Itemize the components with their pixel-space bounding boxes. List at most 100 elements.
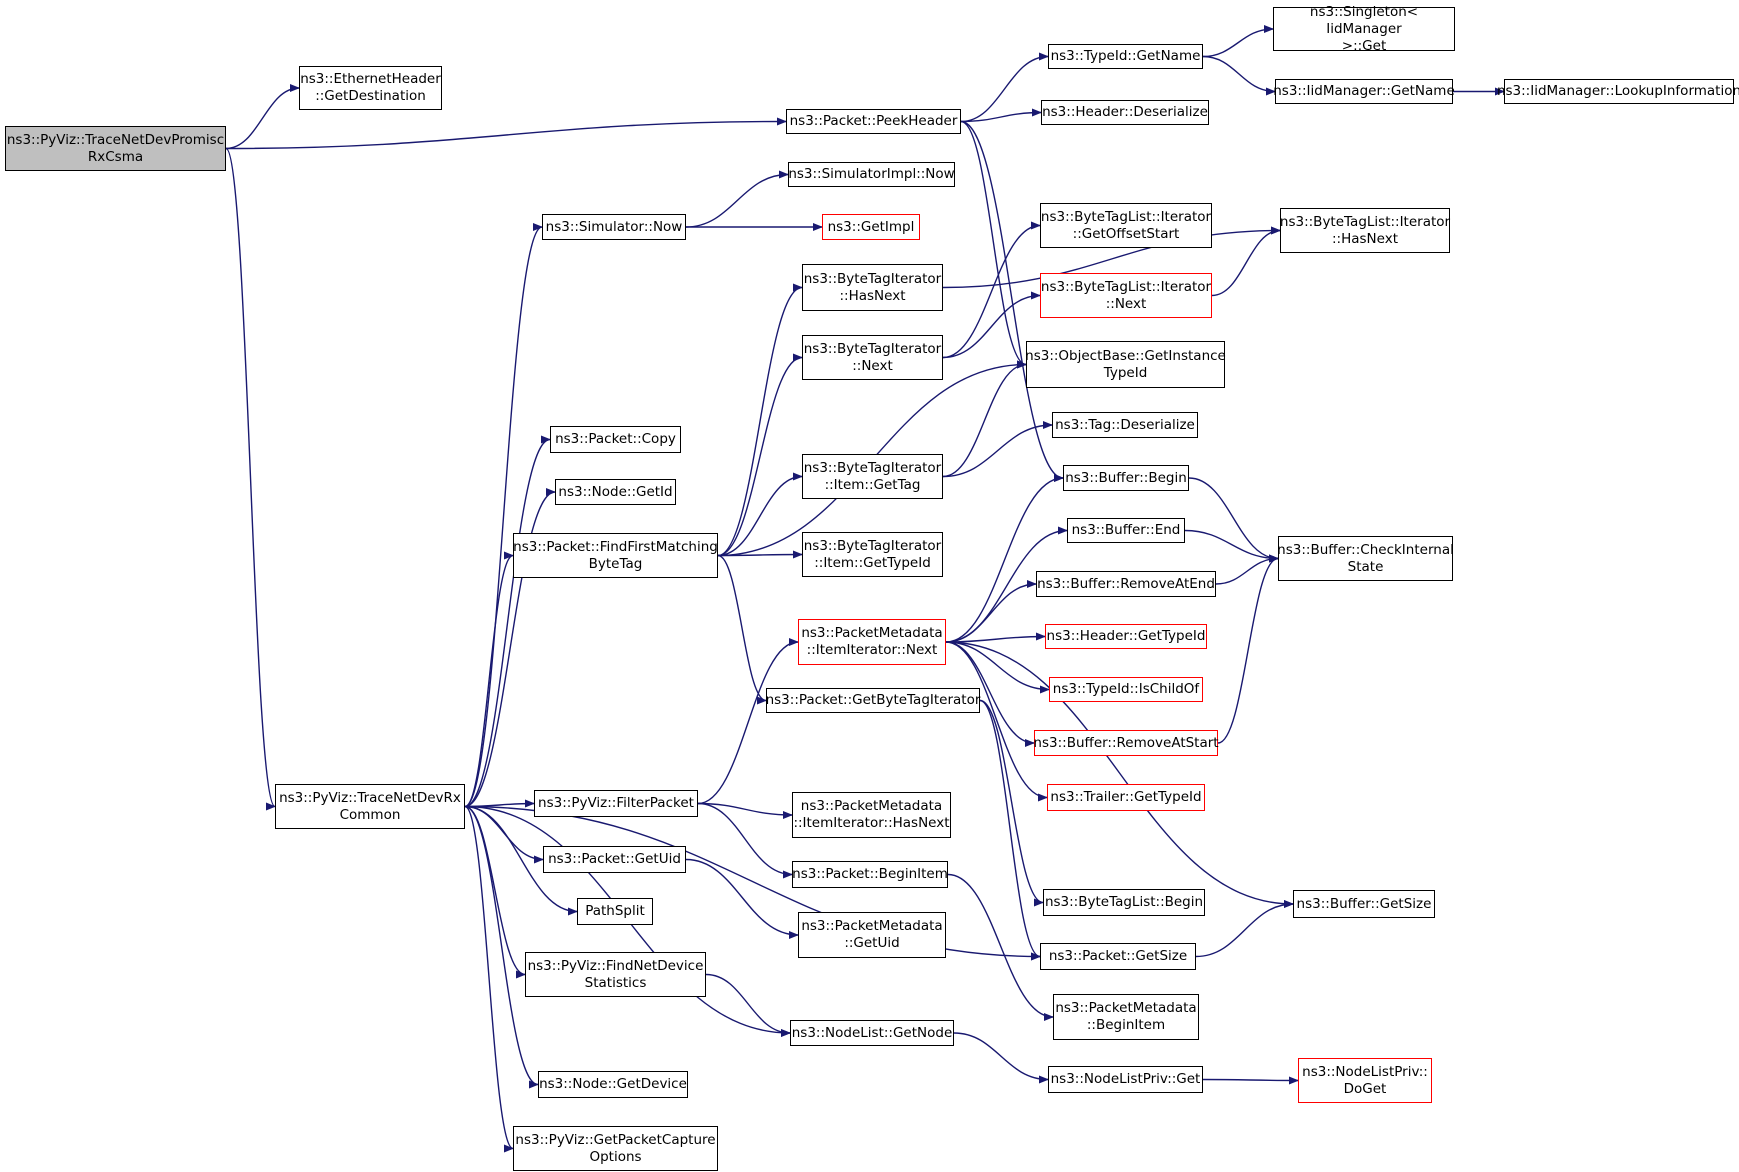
- node-bti-item-gettag[interactable]: ns3::ByteTagIterator ::Item::GetTag: [802, 454, 943, 499]
- node-findfirst[interactable]: ns3::Packet::FindFirstMatching ByteTag: [513, 533, 718, 578]
- edge-pm-ii-next-to-trailer-gettypeid: [945, 641, 1048, 802]
- node-btl-next[interactable]: ns3::ByteTagList::Iterator ::Next: [1040, 273, 1212, 318]
- node-trace-common[interactable]: ns3::PyViz::TraceNetDevRx Common: [275, 784, 465, 829]
- node-objbase[interactable]: ns3::ObjectBase::GetInstance TypeId: [1025, 341, 1226, 388]
- node-btl-getoffset[interactable]: ns3::ByteTagList::Iterator ::GetOffsetSt…: [1040, 203, 1212, 248]
- edge-findfirst-to-bti-item-gettypeid: [717, 550, 803, 559]
- node-get-capture[interactable]: ns3::PyViz::GetPacketCapture Options: [513, 1126, 718, 1171]
- edge-bti-next-to-btl-next: [942, 291, 1041, 359]
- node-simimpl-now[interactable]: ns3::SimulatorImpl::Now: [788, 162, 955, 187]
- node-buffer-getsize[interactable]: ns3::Buffer::GetSize: [1293, 890, 1435, 918]
- node-getimpl[interactable]: ns3::GetImpl: [822, 214, 920, 240]
- edge-peekheader-to-header-deser: [960, 108, 1042, 123]
- edge-get-btiter-to-packet-getsize: [979, 699, 1041, 961]
- edge-pm-ii-next-to-typeid-ischildof: [945, 641, 1050, 694]
- node-pm-ii-hasnext[interactable]: ns3::PacketMetadata ::ItemIterator::HasN…: [792, 792, 951, 838]
- node-pm-ii-next[interactable]: ns3::PacketMetadata ::ItemIterator::Next: [798, 619, 946, 665]
- edge-trace-common-to-packet-copy: [464, 435, 551, 808]
- edge-nodelistpriv-get-to-nodelistpriv-doget: [1202, 1076, 1299, 1085]
- edge-peekheader-to-buffer-begin: [960, 120, 1064, 482]
- node-trailer-gettypeid[interactable]: ns3::Trailer::GetTypeId: [1047, 784, 1205, 811]
- node-packet-getsize[interactable]: ns3::Packet::GetSize: [1040, 943, 1196, 970]
- node-eth-getdest[interactable]: ns3::EthernetHeader ::GetDestination: [299, 66, 442, 110]
- node-buffer-removeatend[interactable]: ns3::Buffer::RemoveAtEnd: [1036, 571, 1216, 597]
- edge-pm-ii-next-to-buffer-begin: [945, 474, 1064, 643]
- edge-trace-common-to-pathsplit: [464, 805, 578, 916]
- node-singleton-get[interactable]: ns3::Singleton< IidManager >::Get: [1273, 4, 1455, 54]
- edge-trace-common-to-packet-getsize: [464, 805, 1041, 961]
- edge-nodelist-getnode-to-nodelistpriv-get: [953, 1032, 1049, 1084]
- edge-get-btiter-to-btl-begin: [979, 699, 1044, 907]
- edge-packet-beginitem-to-pm-beginitem: [947, 873, 1054, 1021]
- node-buffer-removeatstart[interactable]: ns3::Buffer::RemoveAtStart: [1033, 730, 1219, 756]
- node-nodelist-getnode[interactable]: ns3::NodeList::GetNode: [790, 1020, 954, 1046]
- edge-findfirst-to-bti-hasnext: [717, 283, 803, 557]
- node-bti-item-gettypeid[interactable]: ns3::ByteTagIterator ::Item::GetTypeId: [802, 532, 943, 577]
- edge-findfirst-to-bti-next: [717, 353, 803, 557]
- edge-trace-promisc-to-peekheader: [225, 117, 787, 150]
- node-nodelistpriv-get[interactable]: ns3::NodeListPriv::Get: [1048, 1066, 1203, 1093]
- edge-pm-ii-next-to-buffer-getsize: [945, 641, 1294, 908]
- node-node-getid[interactable]: ns3::Node::GetId: [555, 479, 676, 505]
- node-header-deser[interactable]: ns3::Header::Deserialize: [1041, 100, 1209, 125]
- node-header-gettypeid[interactable]: ns3::Header::GetTypeId: [1045, 624, 1207, 649]
- node-bti-hasnext[interactable]: ns3::ByteTagIterator ::HasNext: [802, 264, 943, 311]
- edge-peekheader-to-typeid-getname: [960, 52, 1049, 123]
- edge-packet-getuid-to-pm-getuid: [685, 858, 799, 939]
- node-trace-promisc[interactable]: ns3::PyViz::TraceNetDevPromisc RxCsma: [5, 126, 226, 171]
- node-find-netdev[interactable]: ns3::PyViz::FindNetDevice Statistics: [525, 952, 706, 997]
- node-pm-getuid[interactable]: ns3::PacketMetadata ::GetUid: [798, 912, 946, 958]
- node-buffer-check[interactable]: ns3::Buffer::CheckInternal State: [1277, 536, 1454, 581]
- edge-sim-now-to-simimpl-now: [685, 170, 789, 228]
- node-pathsplit[interactable]: PathSplit: [577, 898, 653, 925]
- edge-filterpacket-to-packet-beginitem: [697, 802, 793, 879]
- edge-bti-item-gettag-to-tag-deser: [942, 421, 1053, 478]
- edge-bti-next-to-btl-getoffset: [942, 221, 1041, 359]
- node-buffer-begin[interactable]: ns3::Buffer::Begin: [1063, 465, 1189, 491]
- edge-trace-promisc-to-eth-getdest: [225, 84, 300, 150]
- edge-typeid-getname-to-singleton-get: [1202, 25, 1274, 58]
- node-nodelistpriv-doget[interactable]: ns3::NodeListPriv:: DoGet: [1298, 1058, 1432, 1103]
- node-iid-getname[interactable]: ns3::IidManager::GetName: [1273, 79, 1455, 104]
- node-filterpacket[interactable]: ns3::PyViz::FilterPacket: [534, 790, 698, 817]
- edge-bti-item-gettag-to-objbase: [942, 360, 1027, 478]
- edge-pm-ii-next-to-header-gettypeid: [945, 632, 1046, 643]
- edge-findfirst-to-bti-item-gettag: [717, 472, 803, 557]
- node-pm-beginitem[interactable]: ns3::PacketMetadata ::BeginItem: [1053, 994, 1199, 1040]
- edge-trace-common-to-sim-now: [464, 223, 543, 808]
- edge-trace-common-to-node-getdevice: [464, 805, 539, 1089]
- edge-filterpacket-to-pm-ii-next: [697, 638, 799, 805]
- edge-bti-hasnext-to-btl-hasnext: [942, 226, 1281, 289]
- edge-buffer-removeatend-to-buffer-check: [1215, 554, 1279, 585]
- edge-peekheader-to-objbase: [960, 120, 1027, 369]
- edge-buffer-begin-to-buffer-check: [1188, 477, 1279, 563]
- node-peekheader[interactable]: ns3::Packet::PeekHeader: [786, 109, 961, 134]
- edge-trace-common-to-findfirst: [464, 551, 514, 808]
- edge-trace-common-to-get-capture: [464, 805, 514, 1153]
- node-packet-getuid[interactable]: ns3::Packet::GetUid: [543, 846, 686, 873]
- edge-btl-next-to-btl-hasnext: [1211, 226, 1281, 297]
- node-sim-now[interactable]: ns3::Simulator::Now: [542, 214, 686, 240]
- node-bti-next[interactable]: ns3::ByteTagIterator ::Next: [802, 335, 943, 380]
- node-typeid-getname[interactable]: ns3::TypeId::GetName: [1048, 44, 1203, 69]
- edge-trace-promisc-to-trace-common: [225, 147, 276, 811]
- node-typeid-ischildof[interactable]: ns3::TypeId::IsChildOf: [1049, 677, 1203, 702]
- edge-typeid-getname-to-iid-getname: [1202, 55, 1276, 96]
- edge-filterpacket-to-pm-ii-hasnext: [697, 802, 793, 819]
- node-iid-lookup[interactable]: ns3::IidManager::LookupInformation: [1497, 79, 1739, 104]
- edge-buffer-end-to-buffer-check: [1184, 529, 1279, 563]
- node-btl-begin[interactable]: ns3::ByteTagList::Begin: [1043, 889, 1205, 916]
- edge-pm-ii-next-to-buffer-removeatend: [945, 580, 1037, 643]
- node-btl-hasnext[interactable]: ns3::ByteTagList::Iterator ::HasNext: [1280, 208, 1450, 253]
- node-tag-deser[interactable]: ns3::Tag::Deserialize: [1052, 412, 1198, 438]
- node-get-btiter[interactable]: ns3::Packet::GetByteTagIterator: [766, 688, 980, 713]
- edge-buffer-removeatstart-to-buffer-check: [1217, 554, 1279, 744]
- edge-find-netdev-to-nodelist-getnode: [705, 973, 791, 1037]
- node-packet-beginitem[interactable]: ns3::Packet::BeginItem: [792, 861, 948, 888]
- node-node-getdevice[interactable]: ns3::Node::GetDevice: [538, 1071, 688, 1098]
- edge-trace-common-to-node-getid: [464, 488, 556, 808]
- node-buffer-end[interactable]: ns3::Buffer::End: [1067, 518, 1185, 543]
- node-packet-copy[interactable]: ns3::Packet::Copy: [550, 426, 681, 453]
